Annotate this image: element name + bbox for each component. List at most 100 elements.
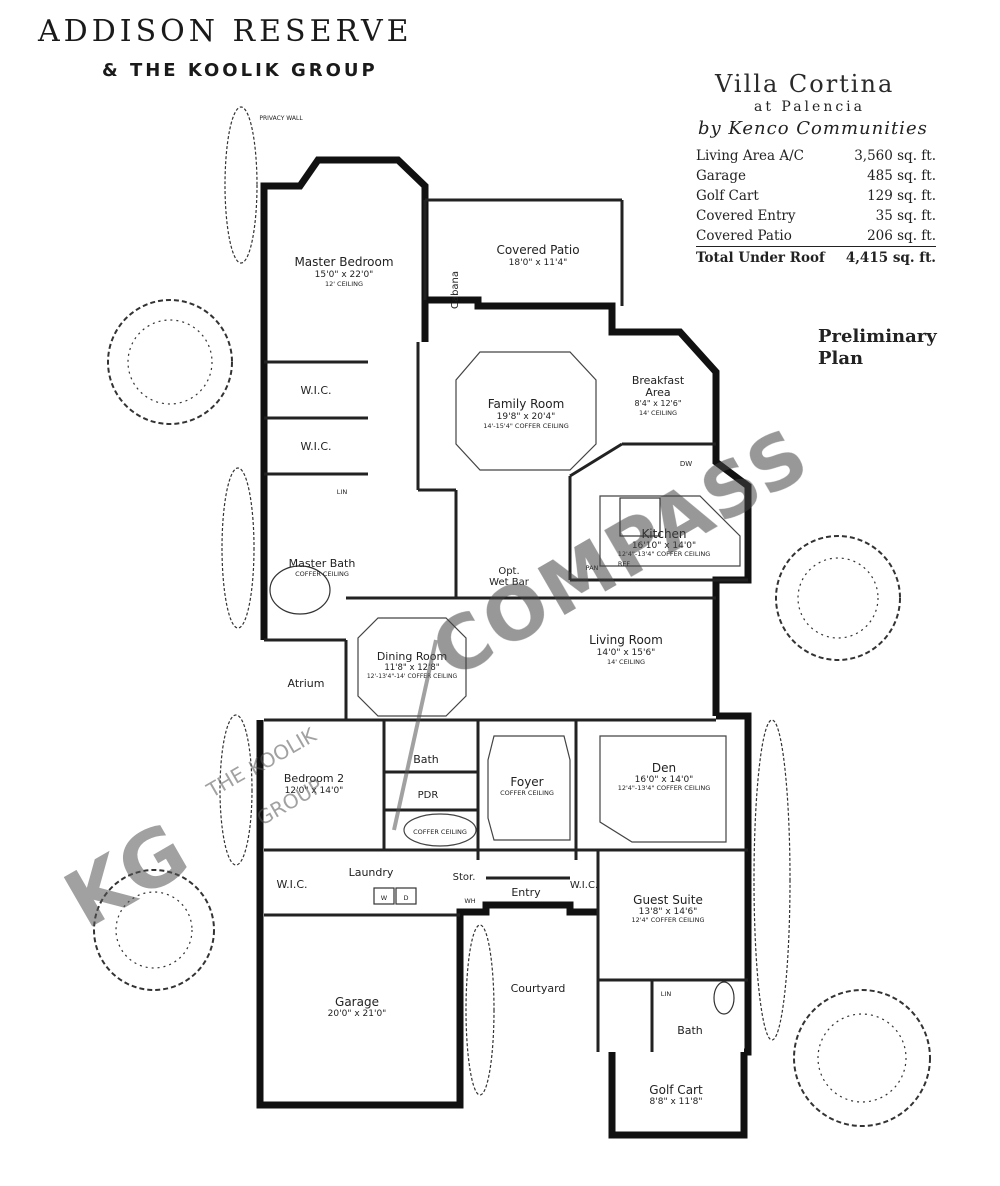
area-table: Living Area A/C 3,560 sq. ft. Garage 485 s… bbox=[696, 146, 936, 268]
living-room-name: Living Room bbox=[589, 633, 663, 647]
area-row: Living Area A/C 3,560 sq. ft. bbox=[696, 146, 936, 166]
status-line-2: Plan bbox=[818, 348, 864, 369]
storage-label: Stor. bbox=[453, 872, 476, 883]
linen-2-label: LIN bbox=[661, 990, 672, 998]
brand-subtitle: & THE KOOLIK GROUP bbox=[102, 60, 378, 81]
wic-3-label: W.I.C. bbox=[276, 878, 307, 891]
guest-suite-name: Guest Suite bbox=[633, 893, 703, 907]
dining-room-ceiling: 12'-13'4"-14' COFFER CEILING bbox=[367, 673, 458, 680]
golf-cart-name: Golf Cart bbox=[649, 1083, 703, 1097]
area-total-value: 4,415 sq. ft. bbox=[837, 246, 936, 268]
master-bedroom-name: Master Bedroom bbox=[294, 255, 393, 269]
area-row: Garage 485 sq. ft. bbox=[696, 166, 936, 186]
wic-1-label: W.I.C. bbox=[300, 384, 331, 397]
washer-label: W bbox=[381, 894, 388, 902]
builder-name: by Kenco Communities bbox=[698, 118, 928, 139]
cabana-label: Cabana bbox=[450, 271, 461, 309]
bedroom2-name: Bedroom 2 bbox=[284, 772, 344, 785]
tree bbox=[107, 299, 233, 425]
entry-label: Entry bbox=[511, 886, 541, 899]
tree bbox=[775, 535, 901, 661]
breakfast-dims: 8'4" x 12'6" bbox=[634, 399, 681, 408]
golf-cart-dims: 8'8" x 11'8" bbox=[650, 1097, 703, 1107]
tree bbox=[93, 869, 215, 991]
courtyard-label: Courtyard bbox=[511, 982, 566, 995]
refrigerator-label: REF bbox=[618, 560, 631, 568]
atrium-label: Atrium bbox=[288, 677, 325, 690]
brand-title: ADDISON RESERVE bbox=[38, 14, 413, 49]
breakfast-name-2: Area bbox=[645, 386, 670, 399]
shrub bbox=[753, 719, 791, 1041]
area-label: Garage bbox=[696, 168, 746, 184]
family-room-name: Family Room bbox=[488, 397, 565, 411]
interior-walls bbox=[264, 198, 748, 1052]
breakfast-name: Breakfast bbox=[632, 374, 685, 387]
family-room-ceiling: 14'-15'4" COFFER CEILING bbox=[483, 422, 568, 430]
koolik-logo-mark: KG bbox=[51, 806, 204, 946]
bedroom2-dims: 12'0" x 14'0" bbox=[285, 786, 344, 796]
area-total-label: Total Under Roof bbox=[696, 246, 838, 268]
fixtures bbox=[269, 497, 735, 1015]
model-name: Villa Cortina bbox=[715, 70, 895, 98]
kitchen-ceiling: 12'4"-13'4" COFFER CEILING bbox=[618, 550, 711, 558]
area-value: 485 sq. ft. bbox=[867, 168, 936, 184]
status-line-1: Preliminary bbox=[818, 326, 937, 347]
covered-patio-name: Covered Patio bbox=[496, 243, 579, 257]
room-labels: PRIVACY WALL Master Bedroom 15'0" x 22'0… bbox=[259, 115, 710, 1107]
foyer-name: Foyer bbox=[510, 775, 543, 789]
hall-coffer-label: COFFER CEILING bbox=[413, 828, 467, 836]
shrub bbox=[219, 714, 253, 866]
den-name: Den bbox=[652, 761, 676, 775]
bath-2-label: Bath bbox=[677, 1024, 703, 1037]
dining-room-dims: 11'8" x 12'8" bbox=[384, 663, 439, 673]
living-room-ceiling: 14' CEILING bbox=[607, 658, 645, 666]
master-bath-ceiling: COFFER CEILING bbox=[295, 570, 349, 578]
plan-status: Preliminary Plan bbox=[818, 326, 948, 370]
wet-bar-line-1: Opt. bbox=[498, 566, 519, 577]
bath-1-label: Bath bbox=[413, 753, 439, 766]
kitchen-name: Kitchen bbox=[641, 527, 686, 541]
guest-suite-dims: 13'8" x 14'6" bbox=[639, 907, 698, 917]
shrub bbox=[465, 924, 495, 1096]
area-value: 35 sq. ft. bbox=[875, 208, 936, 224]
laundry-label: Laundry bbox=[349, 866, 394, 879]
guest-suite-ceiling: 12'4" COFFER CEILING bbox=[631, 916, 704, 924]
living-room-dims: 14'0" x 15'6" bbox=[597, 648, 656, 658]
area-row: Covered Entry 35 sq. ft. bbox=[696, 206, 936, 226]
wic-4-label: W.I.C. bbox=[570, 880, 598, 891]
area-label: Living Area A/C bbox=[696, 148, 805, 164]
breakfast-ceiling: 14' CEILING bbox=[639, 409, 677, 417]
area-row: Golf Cart 129 sq. ft. bbox=[696, 186, 936, 206]
tree bbox=[793, 989, 931, 1127]
water-heater-label: WH bbox=[464, 897, 475, 905]
foyer-ceiling: COFFER CEILING bbox=[500, 789, 554, 797]
linen-1-label: LIN bbox=[337, 488, 348, 496]
garage-dims: 20'0" x 21'0" bbox=[328, 1009, 387, 1019]
powder-room-label: PDR bbox=[418, 790, 439, 801]
compass-watermark: COMPASS bbox=[392, 411, 825, 831]
area-label: Golf Cart bbox=[696, 188, 759, 204]
dryer-label: D bbox=[403, 894, 408, 902]
master-bath-name: Master Bath bbox=[289, 557, 356, 570]
shrub bbox=[224, 106, 258, 264]
dishwasher-label: DW bbox=[680, 460, 692, 468]
koolik-watermark: KG THE KOOLIK GROUP bbox=[51, 722, 327, 946]
community-name: at Palencia bbox=[754, 99, 866, 115]
koolik-logo-line-1: THE bbox=[202, 762, 249, 803]
area-value: 206 sq. ft. bbox=[837, 226, 936, 247]
area-value: 3,560 sq. ft. bbox=[854, 148, 936, 164]
area-label: Covered Entry bbox=[696, 208, 796, 224]
landscape-shrubs bbox=[93, 106, 931, 1127]
master-bedroom-ceiling: 12' CEILING bbox=[325, 280, 363, 288]
den-dims: 16'0" x 14'0" bbox=[635, 775, 694, 785]
area-value: 129 sq. ft. bbox=[867, 188, 936, 204]
covered-patio-dims: 18'0" x 11'4" bbox=[509, 258, 568, 268]
den-ceiling: 12'4"-13'4" COFFER CEILING bbox=[618, 784, 711, 792]
kitchen-dims: 16'10" x 14'0" bbox=[632, 541, 696, 551]
family-room-dims: 19'8" x 20'4" bbox=[497, 412, 556, 422]
coffer-outlines bbox=[357, 351, 741, 847]
pantry-label: PAN bbox=[586, 564, 599, 572]
wic-2-label: W.I.C. bbox=[300, 440, 331, 453]
